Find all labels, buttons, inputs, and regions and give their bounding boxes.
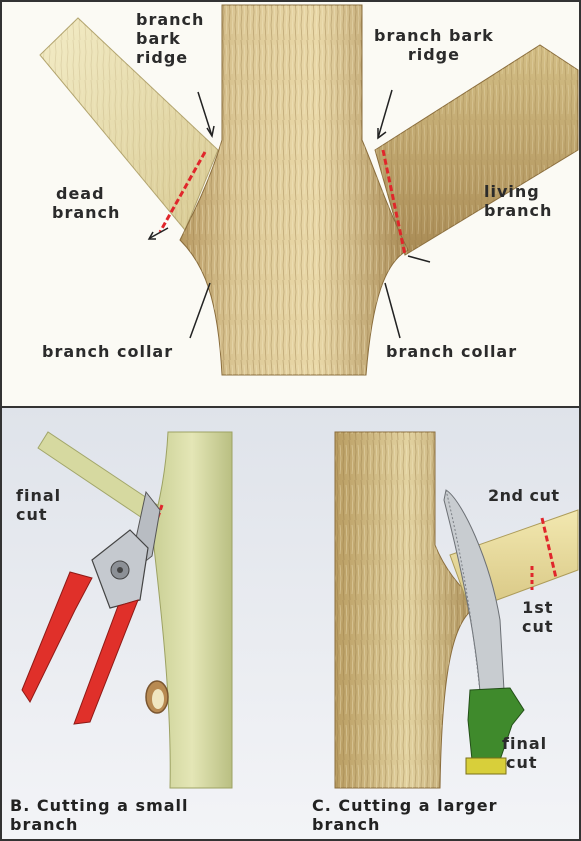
- label-line: ridge: [374, 45, 494, 64]
- caption-panel-c: C. Cutting a larger branch: [312, 796, 497, 834]
- label-line: ridge: [136, 48, 204, 67]
- label-line: branch: [52, 203, 120, 222]
- caption-line: B. Cutting a small: [10, 796, 189, 815]
- label-branch-bark-ridge-left: branch bark ridge: [136, 10, 204, 67]
- label-final-cut-b: final cut: [16, 486, 61, 524]
- caption-line: branch: [312, 815, 497, 834]
- label-line: dead: [52, 184, 120, 203]
- label-line: branch: [136, 10, 204, 29]
- label-line: final: [16, 486, 61, 505]
- label-branch-collar-left: branch collar: [42, 342, 173, 361]
- label-line: bark: [136, 29, 204, 48]
- caption-panel-b: B. Cutting a small branch: [10, 796, 189, 834]
- label-first-cut: 1st cut: [522, 598, 554, 636]
- label-branch-collar-right: branch collar: [386, 342, 517, 361]
- label-line: 1st: [522, 598, 554, 617]
- label-line: branch: [484, 201, 552, 220]
- label-line: branch bark: [374, 26, 494, 45]
- label-living-branch: living branch: [484, 182, 552, 220]
- label-line: cut: [522, 617, 554, 636]
- label-line: final: [502, 734, 547, 753]
- label-dead-branch: dead branch: [52, 184, 120, 222]
- label-line: living: [484, 182, 552, 201]
- label-final-cut-c: final cut: [502, 734, 547, 772]
- caption-line: C. Cutting a larger: [312, 796, 497, 815]
- caption-line: branch: [10, 815, 189, 834]
- label-line: cut: [16, 505, 61, 524]
- label-second-cut: 2nd cut: [488, 486, 560, 505]
- label-branch-bark-ridge-right: branch bark ridge: [374, 26, 494, 64]
- label-line: cut: [502, 753, 547, 772]
